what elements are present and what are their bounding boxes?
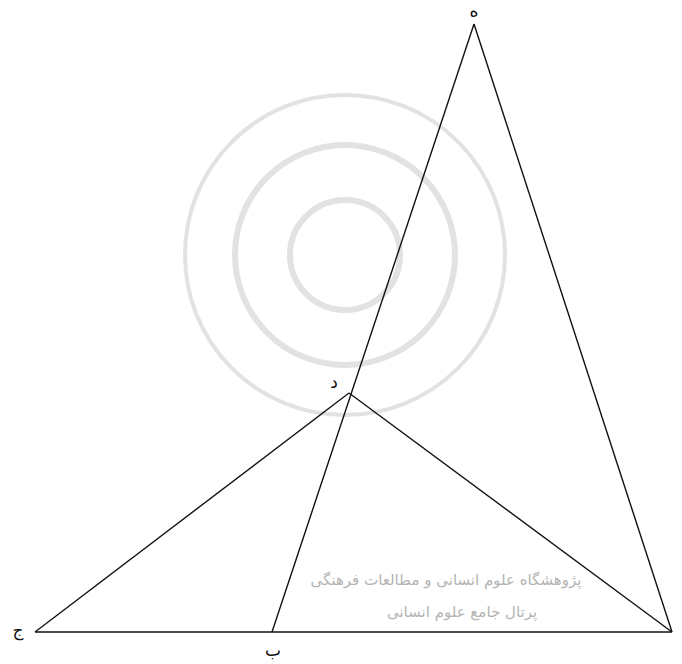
side-line <box>474 24 672 632</box>
side-line <box>349 393 672 632</box>
point-label: ج <box>13 622 24 639</box>
base-line <box>35 631 672 632</box>
side-line <box>35 393 349 632</box>
point-label: ه <box>470 3 479 20</box>
point-label: د <box>330 374 338 391</box>
figure-lines <box>35 24 672 632</box>
watermark-logo <box>185 95 505 415</box>
point-label: ب <box>265 642 281 659</box>
logo-ring <box>290 200 400 310</box>
side-line <box>272 24 474 632</box>
watermark-text: پژوهشگاه علوم انسانی و مطالعات فرهنگی <box>311 573 582 588</box>
logo-ring <box>235 145 455 365</box>
watermark-text: پرتال جامع علوم انسانی <box>387 605 537 620</box>
logo-ring <box>185 95 505 415</box>
